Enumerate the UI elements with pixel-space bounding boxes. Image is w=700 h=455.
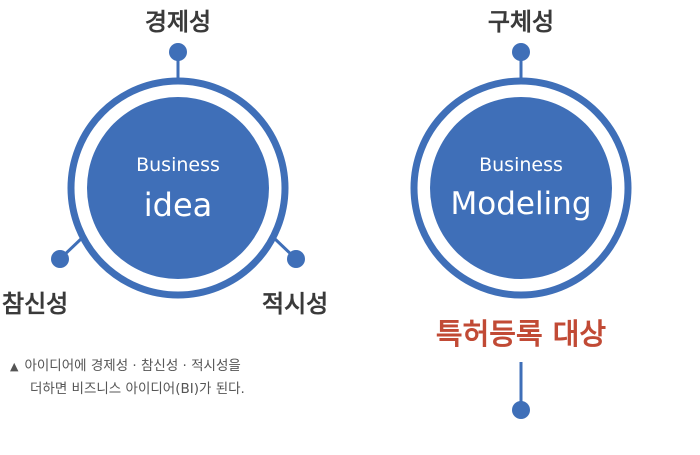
note-text-1: 아이디어에 경제성 · 참신성 · 적시성을 <box>24 358 241 374</box>
label-concreteness: 구체성 <box>487 8 555 36</box>
left-circle-line1: Business <box>136 154 220 176</box>
dot-top-left <box>169 43 187 61</box>
dot-bottom-right-circle <box>512 401 530 419</box>
dot-bottom-right <box>287 250 305 268</box>
patent-target-label: 특허등록 대상 <box>435 317 607 351</box>
right-circle-line1: Business <box>479 154 563 176</box>
dot-bottom-left <box>51 250 69 268</box>
label-novelty: 참신성 <box>2 290 69 318</box>
note-line2: 더하면 비즈니스 아이디어(BI)가 된다. <box>30 381 245 397</box>
triangle-icon: ▲ <box>10 360 19 373</box>
left-circle-line2: idea <box>143 186 213 224</box>
label-timeliness: 적시성 <box>262 290 329 318</box>
note-line1: ▲ 아이디어에 경제성 · 참신성 · 적시성을 <box>10 355 241 378</box>
circle-business-idea <box>87 97 269 279</box>
dot-top-right <box>512 43 530 61</box>
right-circle-line2: Modeling <box>450 186 592 222</box>
circle-business-modeling <box>430 97 612 279</box>
label-economic: 경제성 <box>144 8 212 36</box>
